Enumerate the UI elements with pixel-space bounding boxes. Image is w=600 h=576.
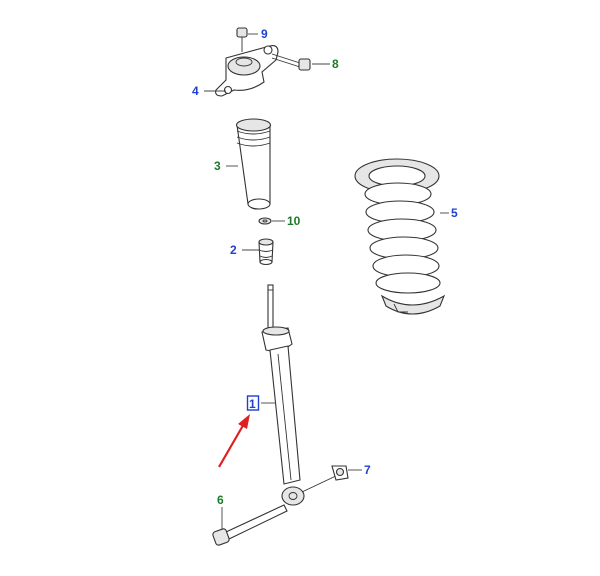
callout-1: 1 bbox=[249, 397, 256, 411]
part-6-bolt bbox=[212, 504, 288, 546]
part-9-nut bbox=[236, 27, 248, 52]
callout-2: 2 bbox=[230, 243, 237, 257]
callout-6: 6 bbox=[217, 493, 224, 507]
part-5-coil-spring bbox=[354, 158, 446, 315]
callout-10: 10 bbox=[287, 214, 301, 228]
callout-5: 5 bbox=[451, 206, 458, 220]
callout-8: 8 bbox=[332, 57, 339, 71]
leader-lines bbox=[204, 33, 449, 530]
part-3-dust-boot bbox=[235, 118, 272, 210]
part-7-clip bbox=[301, 465, 349, 493]
callout-9: 9 bbox=[261, 27, 268, 41]
callout-7: 7 bbox=[364, 463, 371, 477]
callout-4: 4 bbox=[192, 84, 199, 98]
callout-3: 3 bbox=[214, 159, 221, 173]
part-2-bump-stop bbox=[258, 238, 274, 266]
callout-1-highlight-box bbox=[246, 395, 260, 411]
part-8-bolt bbox=[271, 53, 311, 71]
part-1-shock-absorber bbox=[261, 284, 305, 506]
part-10-washer bbox=[258, 217, 272, 225]
part-4-upper-mount bbox=[215, 45, 279, 97]
red-pointer-arrow bbox=[218, 414, 250, 468]
callout-labels: 1 2 3 4 5 6 7 8 9 10 bbox=[192, 27, 458, 507]
